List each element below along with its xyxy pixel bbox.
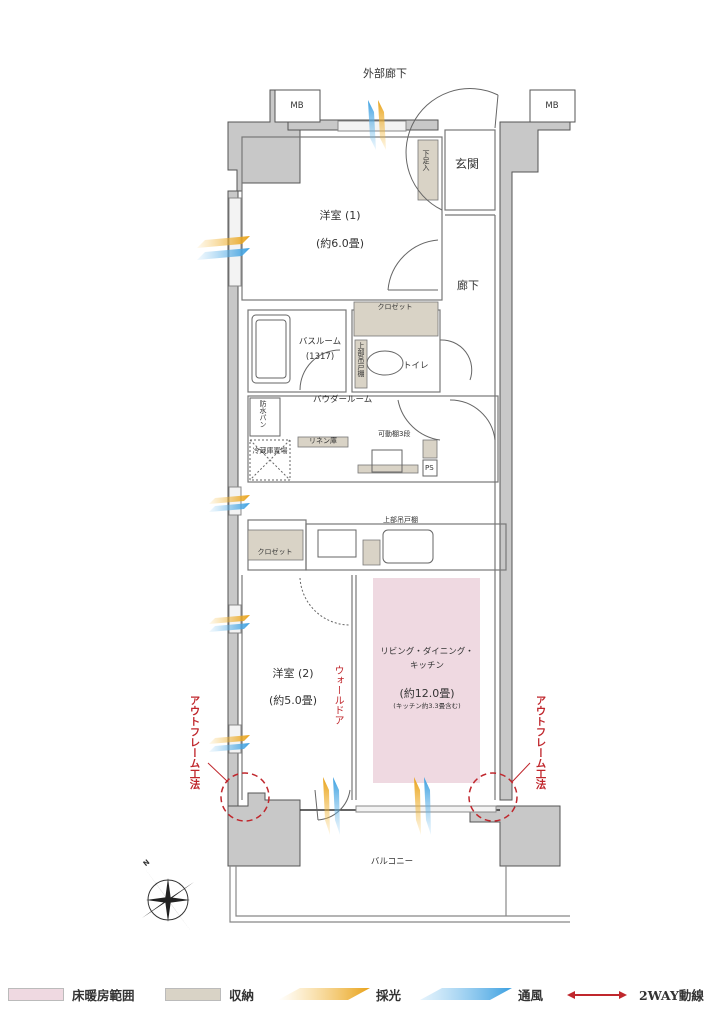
label-western2-size: (約5.0畳) [268,694,318,707]
label-outside-corridor: 外部廊下 [363,67,407,80]
floor-heating-swatch [8,988,64,1001]
legend-two-way-label: 2WAY動線 [639,988,704,1003]
label-ldk-note: (キッチン約3.3畳含む) [393,702,461,710]
waterproof-pan [249,397,281,437]
storage-swatch [165,988,221,1001]
label-mb-right: MB [545,101,559,111]
label-western2-name: 洋室 (2) [272,667,314,680]
label-toilet: トイレ [403,361,429,371]
label-powder-room: バウダールーム [313,395,373,405]
closet-2 [247,529,304,561]
legend-storage: 収納 [165,985,254,1004]
label-bathroom-size: (1317) [305,352,335,362]
legend-daylight: 採光 [278,985,401,1004]
closet-1 [353,301,439,337]
label-shoe-storage: 下足入 [422,150,430,171]
compass-icon [142,870,194,930]
kitchen-sink [382,529,434,564]
ventilation-arrow-icon [420,987,512,1000]
label-toilet-upper-cabinet: 上部吊戸棚 [357,342,365,377]
toilet-bowl [366,350,404,376]
label-closet2: クロゼット [257,548,293,556]
label-entrance: 玄関 [455,157,480,171]
label-hallway: 廊下 [457,279,479,292]
label-fridge-space: 冷蔵庫置場 [252,447,288,455]
label-movable-shelf: 可動棚3段 [378,430,411,438]
legend-floor-heating-label: 床暖房範囲 [72,988,135,1003]
floor-plan [142,88,576,930]
label-linen: リネン庫 [309,437,337,445]
legend-floor-heating: 床暖房範囲 [8,985,135,1004]
kitchen-upper-cabinet [362,539,381,566]
label-mb-left: MB [290,101,304,111]
label-kitchen-upper-cabinet: 上部吊戸棚 [383,516,418,524]
legend-ventilation-label: 通風 [518,988,544,1003]
label-western1-size: (約6.0畳) [315,237,365,250]
daylight-ventilation-arrows [197,100,431,835]
ps-box [422,459,438,477]
label-closet1: クロゼット [377,303,413,311]
sink [371,449,403,473]
label-wall-door: ウォールドア [332,665,343,725]
fixtures [249,88,499,821]
storage-areas [247,139,439,566]
label-ldk-line2: キッチン [409,661,445,671]
floor-heating-area [373,578,480,783]
label-balcony: バルコニー [370,857,414,867]
legend-two-way: 2WAY動線 [567,985,704,1004]
label-outframe-right: アウトフレーム工法 [534,695,547,790]
shoe-storage [417,139,439,201]
interior-walls [241,129,507,811]
two-way-arrow-icon [567,990,627,999]
label-waterproof-pan: 防水パン [259,400,267,428]
daylight-arrow-icon [278,987,370,1000]
label-ps: PS [425,464,434,472]
outframe-markers [220,772,518,822]
legend-ventilation: 通風 [420,985,543,1004]
linen-storage [297,436,349,448]
label-outframe-left: アウトフレーム工法 [188,695,201,790]
label-western1-name: 洋室 (1) [319,209,361,222]
shelf-movable [422,439,438,459]
mb-box-left [274,89,321,123]
legend: 床暖房範囲 収納 採光 通風 2WAY動線 [0,975,727,1015]
label-bathroom-name: バスルーム [298,337,342,347]
legend-storage-label: 収納 [229,988,255,1003]
label-ldk-size: (約12.0畳) [399,687,455,700]
bathtub [251,314,291,384]
legend-daylight-label: 採光 [376,988,402,1003]
stove [317,529,357,558]
fridge-space [249,439,291,481]
label-ldk-line1: リビング・ダイニング・ [380,647,474,657]
mb-box-right [529,89,576,123]
